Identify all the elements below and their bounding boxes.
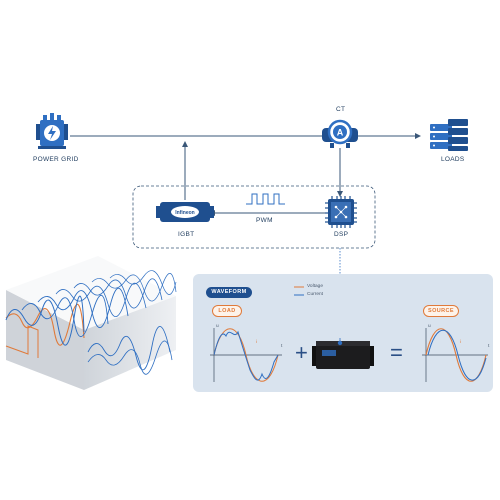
pwm-pulse-icon [246, 193, 285, 205]
power-grid-label: POWER GRID [33, 156, 79, 163]
waveform-badge: WAVEFORM [206, 287, 252, 298]
legend-voltage-label: Voltage [307, 284, 324, 289]
harmonics-3d-illustration [5, 256, 177, 390]
dsp-chip-icon [325, 196, 357, 228]
igbt-label: IGBT [178, 231, 195, 238]
load-axis-u-label: u [216, 324, 219, 329]
load-waveform-plot [210, 328, 282, 382]
source-axis-u-label: u [428, 324, 431, 329]
infineon-logo: Infineon [175, 210, 194, 216]
svg-text:A: A [337, 128, 344, 138]
servers-icon [430, 119, 468, 151]
ct-sensor-icon: A [322, 119, 358, 148]
pwm-label: PWM [256, 217, 273, 224]
igbt-module-icon: Infineon [156, 202, 214, 222]
active-filter-device-icon [312, 338, 374, 369]
source-axis-t-label: t [488, 344, 490, 349]
source-axis-i-label: i [460, 340, 462, 345]
equals-operator: = [390, 340, 403, 365]
legend-current-label: Current [307, 292, 323, 297]
load-axis-i-label: i [256, 340, 258, 345]
loads-label: LOADS [441, 156, 465, 163]
load-badge: LOAD [212, 305, 242, 317]
control-box [132, 185, 376, 249]
load-axis-t-label: t [281, 344, 283, 349]
source-waveform-plot [422, 328, 488, 382]
transformer-icon [36, 113, 68, 149]
plus-operator: + [295, 340, 308, 365]
ct-label: CT [336, 106, 346, 113]
source-badge: SOURCE [423, 305, 459, 317]
dsp-label: DSP [334, 231, 349, 238]
